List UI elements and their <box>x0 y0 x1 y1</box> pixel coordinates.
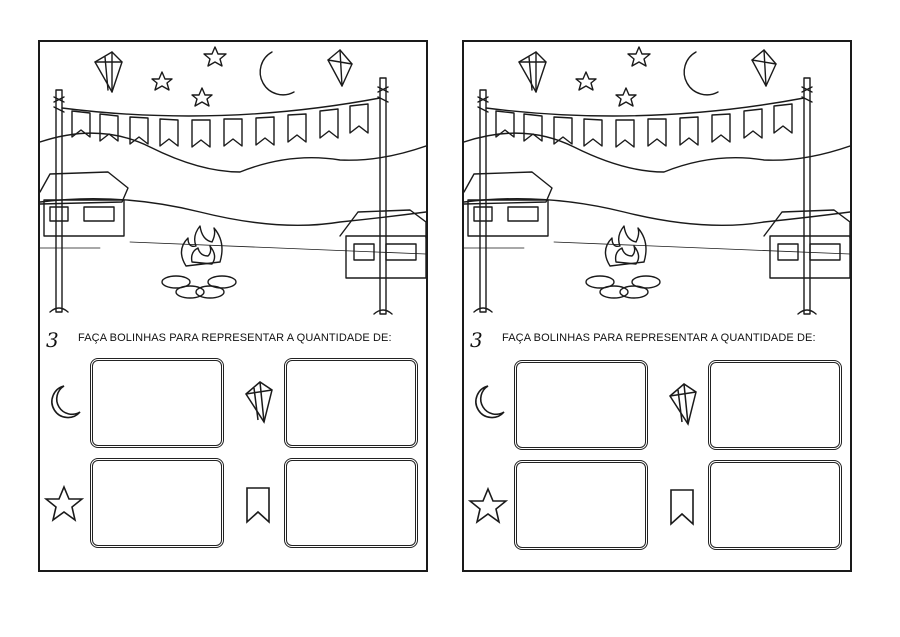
hut-left <box>464 171 553 237</box>
star-1 <box>627 46 651 67</box>
moon-icon <box>51 385 81 419</box>
left-pole <box>55 89 63 313</box>
answer-box-flag[interactable] <box>284 458 418 548</box>
balloon-lantern-icon <box>669 383 697 426</box>
lantern-right <box>751 49 777 87</box>
lantern-left <box>518 51 547 93</box>
number-mark: 3 <box>470 328 483 352</box>
right-pole <box>379 77 387 315</box>
left-pole <box>479 89 487 313</box>
star-icon <box>44 484 84 522</box>
star-2 <box>151 71 173 91</box>
star-icon <box>468 486 508 524</box>
answer-box-star[interactable] <box>90 458 224 548</box>
flag-icon <box>670 489 694 526</box>
campfire <box>585 225 661 299</box>
moon-icon <box>475 385 505 419</box>
star-1 <box>203 46 227 67</box>
balloon-lantern-icon <box>245 381 273 424</box>
lantern-left <box>94 51 123 93</box>
answer-box-lantern[interactable] <box>284 358 418 448</box>
answer-box-lantern[interactable] <box>708 360 842 450</box>
answer-box-star[interactable] <box>514 460 648 550</box>
flag-icon <box>246 487 270 524</box>
moon <box>259 51 295 96</box>
hill-back <box>40 132 426 173</box>
instruction-text: FAÇA BOLINHAS PARA REPRESENTAR A QUANTID… <box>502 332 816 344</box>
hill-front <box>40 197 426 227</box>
right-pole <box>803 77 811 315</box>
answer-box-moon[interactable] <box>90 358 224 448</box>
flag-string <box>485 97 805 117</box>
campfire <box>161 225 237 299</box>
lantern-right <box>327 49 353 87</box>
hill-front <box>464 197 850 227</box>
star-3 <box>191 87 213 107</box>
star-2 <box>575 71 597 91</box>
number-mark: 3 <box>46 328 59 352</box>
hill-back <box>464 132 850 173</box>
answer-box-flag[interactable] <box>708 460 842 550</box>
flag-string <box>61 97 381 117</box>
instruction-text: FAÇA BOLINHAS PARA REPRESENTAR A QUANTID… <box>78 332 392 344</box>
hut-left <box>40 171 129 237</box>
bunting-flags <box>495 103 793 148</box>
worksheet-right: 3 FAÇA BOLINHAS PARA REPRESENTAR A QUANT… <box>462 40 852 572</box>
star-3 <box>615 87 637 107</box>
bunting-flags <box>71 103 369 148</box>
worksheet-left: 3 FAÇA BOLINHAS PARA REPRESENTAR A QUANT… <box>38 40 428 572</box>
answer-box-moon[interactable] <box>514 360 648 450</box>
moon <box>683 51 719 96</box>
